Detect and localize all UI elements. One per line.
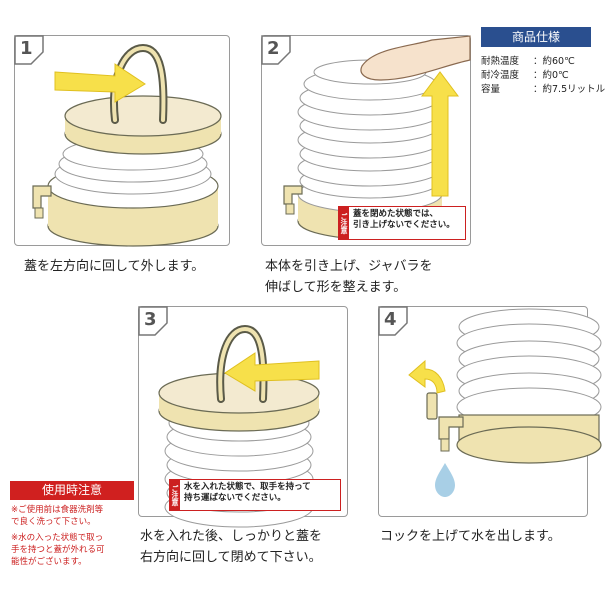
caution-line: 持ち運ばないでください。 — [184, 493, 286, 503]
step-4-panel: 4 — [378, 306, 602, 517]
caution-tag: ご注意 — [339, 207, 349, 239]
warning-line: ※水の入った状態で取っ — [11, 533, 104, 543]
warning-line: ※ご使用前は食器洗剤等 — [11, 505, 104, 515]
step-number-2: 2 — [261, 35, 291, 65]
step-number-1: 1 — [14, 35, 44, 65]
caption-line: 水を入れた後、しっかりと蓋を — [140, 529, 323, 544]
spec-row-heat: 耐熱温度：約60℃ — [481, 56, 575, 67]
lift-lever-arrow — [408, 359, 446, 394]
step-1-panel: 1 — [14, 35, 230, 247]
spec-row-cold: 耐冷温度：約0℃ — [481, 70, 569, 81]
step-1-illustration — [32, 43, 222, 247]
rotate-left-arrow — [54, 63, 146, 103]
caution-tag: ご注意 — [170, 480, 180, 510]
warning-line: 手を持つと蓋が外れる可 — [11, 545, 105, 555]
step-number-4: 4 — [378, 306, 408, 336]
caption-line: 右方向に回して閉めて下さい。 — [140, 550, 322, 565]
pull-up-arrow — [421, 71, 459, 197]
step-number-3: 3 — [138, 306, 168, 336]
spec-title: 商品仕様 — [481, 27, 591, 47]
step-3-caption: 水を入れた後、しっかりと蓋を 右方向に回して閉めて下さい。 — [140, 526, 322, 568]
step-4-caption: コックを上げて水を出します。 — [380, 529, 561, 544]
caution-line: 引き上げないでください。 — [353, 220, 455, 230]
spec-row-capacity: 容量：約7.5リットル — [481, 84, 605, 95]
step-4-illustration — [408, 308, 602, 497]
warning-title: 使用時注意 — [10, 481, 134, 500]
step-1-caption: 蓋を左方向に回して外します。 — [24, 259, 205, 274]
step-2-caution-box: ご注意 蓋を閉めた状態では、 引き上げないでください。 — [338, 206, 466, 240]
water-drop-icon — [435, 463, 455, 497]
warning-line: で良く洗って下さい。 — [11, 517, 96, 527]
step-3-panel: 3 ご注意 水を入れた状態で、取手を持って 持ち運ばないでください。 — [138, 306, 348, 528]
caption-line: 伸ばして形を整えます。 — [265, 280, 407, 295]
caption-line: 本体を引き上げ、ジャバラを — [265, 259, 433, 274]
step-3-caution-box: ご注意 水を入れた状態で、取手を持って 持ち運ばないでください。 — [169, 479, 341, 511]
warning-line: 能性がございます。 — [11, 557, 87, 567]
step-2-panel: 2 ご注意 蓋を閉めた状態では、 引き上げないでください。 — [261, 35, 471, 246]
step-2-caption: 本体を引き上げ、ジャバラを 伸ばして形を整えます。 — [265, 256, 432, 298]
caution-line: 蓋を閉めた状態では、 — [353, 209, 439, 219]
warning-text: ※ご使用前は食器洗剤等 で良く洗って下さい。 ※水の入った状態で取っ 手を持つと… — [11, 504, 141, 568]
rotate-right-arrow — [224, 352, 320, 392]
caution-line: 水を入れた状態で、取手を持って — [184, 482, 311, 492]
